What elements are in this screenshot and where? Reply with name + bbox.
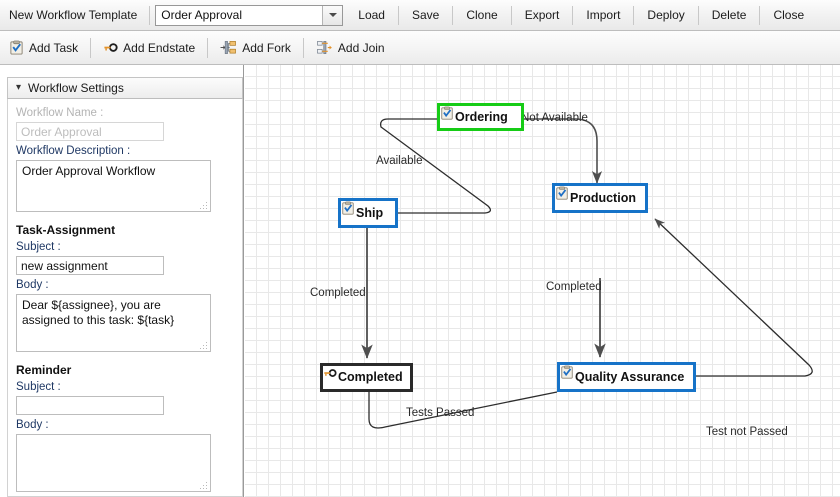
edge-ordering-to-production[interactable] — [524, 118, 603, 184]
reminder-body-label: Body : — [16, 419, 49, 431]
node-ordering[interactable]: Ordering — [437, 103, 524, 131]
resize-grip-icon[interactable] — [199, 341, 208, 350]
node-ordering-label: Ordering — [455, 109, 508, 124]
workflow-edges-layer — [356, 118, 813, 429]
workflow-select[interactable]: Order Approval — [155, 4, 344, 26]
fork-icon — [220, 40, 237, 55]
workflow-name-field: Workflow Name : Order Approval — [8, 106, 242, 141]
add-join-label: Add Join — [337, 40, 385, 55]
resize-grip-icon[interactable] — [199, 201, 208, 210]
workflow-description-value: Order Approval Workflow — [22, 164, 156, 178]
join-icon — [316, 40, 333, 55]
node-production-label: Production — [570, 190, 636, 205]
node-quality-assurance[interactable]: Quality Assurance — [557, 362, 696, 392]
workflow-name-input: Order Approval — [16, 122, 164, 141]
menu-item-load[interactable]: Load — [358, 8, 385, 22]
menu-item-close[interactable]: Close — [773, 8, 805, 22]
add-task-label: Add Task — [29, 40, 79, 55]
menu-divider — [510, 5, 512, 25]
menu-item-clone[interactable]: Clone — [466, 8, 498, 22]
reminder-body-textarea[interactable] — [16, 434, 211, 492]
menu-divider — [397, 5, 399, 25]
workflow-description-field: Workflow Description : Order Approval Wo… — [8, 144, 242, 212]
menu-item-deploy[interactable]: Deploy — [647, 8, 685, 22]
menu-divider — [452, 5, 454, 25]
task-assignment-body-value: Dear ${assignee}, you are assigned to th… — [22, 298, 175, 327]
node-ship[interactable]: Ship — [338, 198, 398, 228]
task-assignment-subject-label: Subject : — [16, 241, 61, 253]
toolbar-divider — [90, 37, 92, 58]
add-endstate-button[interactable]: Add Endstate — [95, 37, 203, 58]
menu-bar: New Workflow Template Order Approval Loa… — [0, 0, 840, 31]
app-title: New Workflow Template — [9, 8, 138, 22]
node-completed-label: Completed — [338, 370, 403, 385]
edge-qa-to-production[interactable] — [654, 218, 813, 377]
reminder-subject-label: Subject : — [16, 381, 61, 393]
add-fork-button[interactable]: Add Fork — [212, 37, 299, 58]
workflow-select-value: Order Approval — [161, 8, 242, 22]
menu-divider — [759, 5, 761, 25]
reminder-heading: Reminder — [16, 363, 72, 377]
workflow-name-label: Workflow Name : — [16, 107, 104, 119]
chevron-down-icon — [328, 13, 337, 17]
task-assignment-subject-input[interactable]: new assignment — [16, 256, 164, 275]
edge-label-not-available: Not Available — [521, 112, 588, 124]
key-icon — [103, 40, 118, 55]
edge-label-completed-ship: Completed — [310, 287, 366, 299]
edge-ordering-to-ship[interactable] — [356, 118, 492, 218]
task-assignment-body-label: Body : — [16, 279, 49, 291]
node-quality-assurance-label: Quality Assurance — [575, 369, 685, 384]
menu-divider — [149, 5, 151, 25]
task-assignment-section: Task-Assignment Subject : new assignment… — [8, 223, 242, 352]
edge-label-available: Available — [376, 155, 423, 167]
node-production[interactable]: Production — [552, 183, 648, 213]
workflow-canvas[interactable]: Not Available Available Completed Comple… — [245, 65, 840, 497]
toolbar: Add Task Add Endstate — [0, 31, 840, 65]
workflow-settings-header[interactable]: ▾ Workflow Settings — [7, 77, 243, 99]
menu-divider — [633, 5, 635, 25]
reminder-subject-input[interactable] — [16, 396, 164, 415]
menu-item-export[interactable]: Export — [524, 8, 560, 22]
workflow-description-textarea[interactable]: Order Approval Workflow — [16, 160, 211, 212]
edge-label-tests-passed: Tests Passed — [406, 407, 475, 419]
workflow-select-dropdown-button[interactable] — [322, 5, 343, 25]
toolbar-divider — [302, 37, 304, 58]
task-clipboard-icon — [9, 40, 24, 55]
task-assignment-body-textarea[interactable]: Dear ${assignee}, you are assigned to th… — [16, 294, 211, 352]
sidebar: ▾ Workflow Settings Workflow Name : Orde… — [0, 65, 244, 497]
task-assignment-heading: Task-Assignment — [16, 223, 116, 237]
add-fork-label: Add Fork — [242, 40, 291, 55]
workflow-settings-title: Workflow Settings — [28, 81, 124, 95]
menu-divider — [572, 5, 574, 25]
chevron-down-icon: ▾ — [16, 82, 22, 93]
node-ship-label: Ship — [356, 205, 384, 220]
edge-label-test-not-passed: Test not Passed — [706, 426, 788, 438]
add-endstate-label: Add Endstate — [123, 40, 196, 55]
menu-divider — [697, 5, 699, 25]
add-task-button[interactable]: Add Task — [1, 37, 86, 58]
add-join-button[interactable]: Add Join — [308, 37, 393, 58]
menu-item-import[interactable]: Import — [586, 8, 621, 22]
workflow-description-label: Workflow Description : — [16, 145, 131, 157]
resize-grip-icon[interactable] — [199, 481, 208, 490]
menu-item-save[interactable]: Save — [411, 8, 440, 22]
reminder-section: Reminder Subject : Body : — [8, 363, 242, 492]
node-completed[interactable]: Completed — [320, 363, 413, 392]
workflow-settings-body: Workflow Name : Order Approval Workflow … — [7, 99, 243, 497]
edge-qa-to-completed[interactable] — [364, 366, 558, 429]
menu-item-delete[interactable]: Delete — [711, 8, 747, 22]
edge-label-completed-production: Completed — [546, 281, 602, 293]
toolbar-divider — [207, 37, 209, 58]
